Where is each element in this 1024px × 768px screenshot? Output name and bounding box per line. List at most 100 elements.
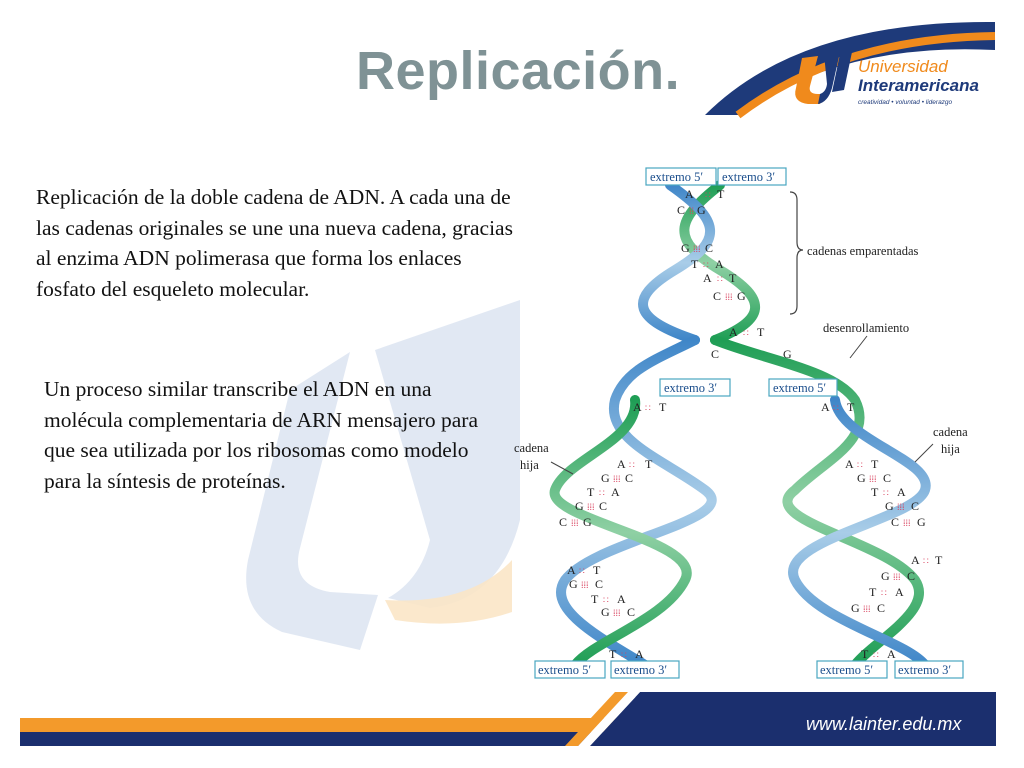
hydrogen-bond: ∷: [881, 588, 887, 598]
base-left: C: [559, 515, 567, 529]
base-left: G: [569, 577, 578, 591]
label-related-chains: cadenas emparentadas: [807, 244, 919, 258]
hydrogen-bond: ∷: [579, 566, 585, 576]
leader-line: [849, 335, 868, 359]
base-left: G: [885, 499, 894, 513]
hydrogen-bond: ∷: [857, 460, 863, 470]
base-left: A: [567, 563, 576, 577]
strand-parent-green-fork: [710, 335, 924, 670]
slide-title: Replicación.: [356, 41, 681, 101]
leader-line: [914, 443, 934, 463]
hydrogen-bond: ⁞⁞⁞: [693, 244, 701, 254]
bracket-related-chains: [789, 191, 804, 315]
base-right: T: [729, 271, 737, 285]
hydrogen-bond: ∷: [883, 488, 889, 498]
hydrogen-bond: ⁞⁞⁞: [869, 474, 877, 484]
base-left: T: [869, 585, 877, 599]
hydrogen-bond: ⁞⁞⁞: [897, 502, 905, 512]
label-daughter-left-1: cadena: [514, 441, 549, 455]
dna-replication-diagram: A ∷ T C ⁞⁞ G G ⁞⁞⁞ C T ∷ A A ∷ T C ⁞⁞⁞ G…: [514, 167, 968, 679]
hydrogen-bond: ∷: [873, 650, 879, 660]
footer-url[interactable]: www.lainter.edu.mx: [806, 714, 962, 734]
hydrogen-bond: ⁞⁞: [689, 206, 694, 216]
base-right: C: [595, 577, 603, 591]
base-left: A: [911, 553, 920, 567]
hydrogen-bond: ⁞⁞⁞: [587, 502, 595, 512]
base-right: C: [627, 605, 635, 619]
base-left: G: [601, 471, 610, 485]
hydrogen-bond: ⁞⁞⁞: [581, 580, 589, 590]
strand-parent-blue-fork: [556, 335, 717, 670]
paragraph-transcription: Un proceso similar transcribe el ADN en …: [44, 377, 479, 493]
base-left: A: [821, 400, 830, 414]
base-right: A: [635, 647, 644, 661]
base-left: A: [845, 457, 854, 471]
base-right: A: [887, 647, 896, 661]
base-right: T: [659, 400, 667, 414]
hydrogen-bond: ∷: [833, 403, 839, 413]
university-logo: Universidad Interamericana creatividad •…: [705, 21, 996, 119]
label-extremo-5-bottom-right: extremo 5′: [820, 663, 873, 677]
label-daughter-right-1: cadena: [933, 425, 968, 439]
strand-parent-blue-top: [638, 180, 715, 345]
hydrogen-bond: ∷: [743, 328, 749, 338]
hydrogen-bond: ∷: [717, 274, 723, 284]
base-right: A: [895, 585, 904, 599]
base-right: T: [935, 553, 943, 567]
base-unpaired-left: C: [711, 347, 719, 361]
label-extremo-3-left-fork: extremo 3′: [664, 381, 717, 395]
base-right: C: [705, 241, 713, 255]
base-left: A: [685, 187, 694, 201]
base-left: A: [633, 400, 642, 414]
base-right: T: [871, 457, 879, 471]
logo-name-line1: Universidad: [858, 57, 948, 76]
paragraph-replication: Replicación de la doble cadena de ADN. A…: [36, 185, 513, 301]
label-extremo-3-bottom-left: extremo 3′: [614, 663, 667, 677]
base-right: G: [697, 203, 706, 217]
strand-daughter-left: [549, 395, 692, 670]
base-right: A: [897, 485, 906, 499]
hydrogen-bond: ⁞⁞⁞: [893, 572, 901, 582]
base-left: T: [591, 592, 599, 606]
label-daughter-right-2: hija: [941, 442, 960, 456]
base-right: T: [717, 187, 725, 201]
base-right: T: [593, 563, 601, 577]
base-left: C: [677, 203, 685, 217]
base-right: C: [883, 471, 891, 485]
base-left: A: [703, 271, 712, 285]
label-extremo-5-top: extremo 5′: [650, 170, 703, 184]
base-right: C: [877, 601, 885, 615]
base-left: A: [617, 457, 626, 471]
label-extremo-3-top: extremo 3′: [722, 170, 775, 184]
strand-parent-green-top: [679, 180, 760, 345]
base-right: T: [645, 457, 653, 471]
base-right: G: [737, 289, 746, 303]
label-extremo-3-bottom-right: extremo 3′: [898, 663, 951, 677]
hydrogen-bond: ⁞⁞⁞: [571, 518, 579, 528]
hydrogen-bond: ∷: [603, 595, 609, 605]
base-right: A: [617, 592, 626, 606]
base-right: C: [907, 569, 915, 583]
base-left: C: [891, 515, 899, 529]
base-left: T: [691, 257, 699, 271]
hydrogen-bond: ⁞⁞⁞: [863, 604, 871, 614]
base-right: A: [715, 257, 724, 271]
leader-line: [550, 461, 574, 475]
base-right: T: [847, 400, 855, 414]
base-left: T: [587, 485, 595, 499]
base-left: G: [857, 471, 866, 485]
base-right: G: [583, 515, 592, 529]
label-extremo-5-right-fork: extremo 5′: [773, 381, 826, 395]
base-right: C: [599, 499, 607, 513]
strand-daughter-right: [788, 395, 931, 670]
base-left: T: [609, 647, 617, 661]
base-left: G: [881, 569, 890, 583]
base-right: T: [757, 325, 765, 339]
logo-name-line2: Interamericana: [858, 76, 979, 95]
base-left: G: [851, 601, 860, 615]
base-left: G: [601, 605, 610, 619]
base-right: C: [911, 499, 919, 513]
base-left: A: [729, 325, 738, 339]
footer-banner: [20, 692, 996, 746]
